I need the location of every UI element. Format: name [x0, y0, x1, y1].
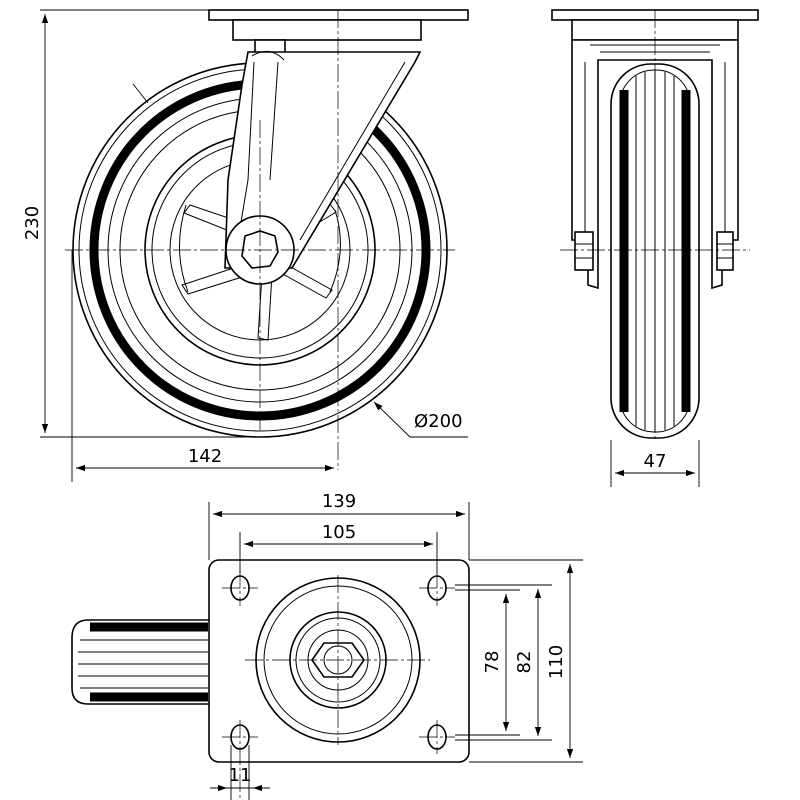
dimension-offset: 142 — [71, 250, 334, 482]
front-fork — [224, 50, 422, 269]
dimension-overall-height: 230 — [22, 9, 260, 438]
dimension-plate-length: 110 — [469, 559, 583, 763]
bolt-holes — [222, 570, 455, 800]
label-diameter-200: Ø200 — [414, 411, 463, 432]
side-wheel — [610, 63, 700, 439]
label-105: 105 — [322, 522, 356, 543]
dimension-wheel-width: 47 — [610, 440, 700, 487]
side-view — [551, 9, 759, 440]
front-view — [65, 9, 469, 470]
dimension-plate-width: 139 — [208, 491, 470, 560]
label-82: 82 — [514, 651, 535, 674]
dimension-hole-spacing-x: 105 — [239, 522, 438, 574]
label-11: 11 — [229, 765, 252, 786]
top-view — [71, 559, 470, 800]
top-view-wheel — [71, 619, 211, 705]
label-78: 78 — [482, 651, 503, 674]
dimension-wheel-diameter: Ø200 — [373, 401, 468, 438]
label-139: 139 — [322, 491, 356, 512]
label-110: 110 — [546, 645, 567, 679]
dimension-hole-spacing-y: 78 — [455, 589, 520, 736]
front-top-plate — [208, 9, 469, 55]
dimension-hole-spacing-y2: 82 — [455, 584, 552, 741]
dimension-hole-diameter: 11 — [210, 745, 270, 800]
label-47: 47 — [644, 451, 667, 472]
label-142: 142 — [188, 446, 222, 467]
label-230: 230 — [22, 206, 43, 240]
